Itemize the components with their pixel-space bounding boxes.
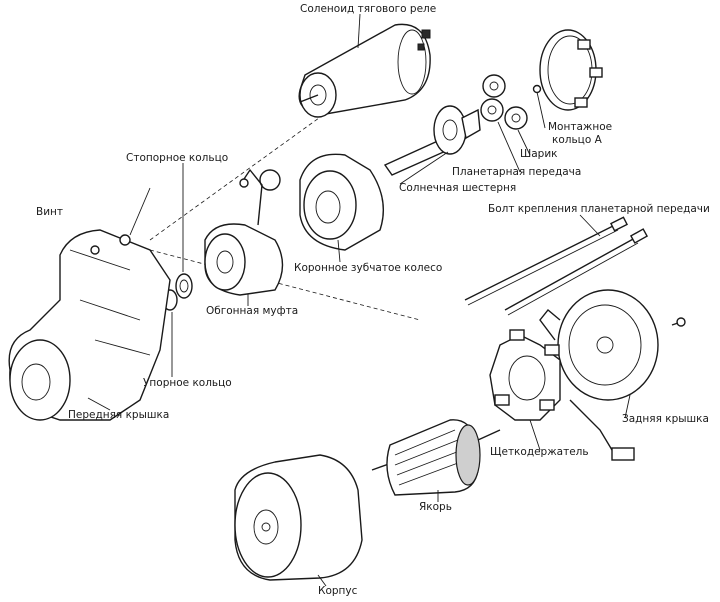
solenoid-part — [298, 23, 431, 118]
leader-lines — [87, 13, 631, 587]
ball-part — [532, 84, 542, 94]
housing-part — [234, 454, 363, 581]
label-overrunning-clutch: Обгонная муфта — [206, 305, 299, 317]
planetary-bolts-part — [464, 216, 649, 316]
label-rear-cover: Задняя крышка — [622, 413, 709, 425]
assembly-axis-main — [149, 249, 421, 321]
label-housing: Корпус — [318, 585, 358, 597]
sun-gear-part — [383, 105, 481, 176]
armature-part — [371, 419, 501, 496]
label-mounting-ring-line1: Монтажное — [548, 121, 613, 133]
label-screw: Винт — [36, 206, 64, 218]
label-brush-holder: Щеткодержатель — [490, 446, 589, 458]
assembly-axis-solenoid — [149, 109, 331, 241]
label-ball: Шарик — [520, 148, 558, 160]
label-planetary-bolt: Болт крепления планетарной передачи — [488, 203, 710, 215]
front-cover-part — [8, 229, 171, 421]
label-stop-ring: Стопорное кольцо — [126, 152, 229, 164]
ring-gear-part — [259, 153, 385, 251]
label-ring-gear: Коронное зубчатое колесо — [294, 262, 443, 274]
rear-cover-part — [539, 289, 686, 461]
label-armature: Якорь — [419, 501, 452, 513]
label-mounting-ring-line2: кольцо А — [552, 134, 602, 146]
overrunning-clutch-part — [204, 168, 284, 296]
label-planetary-gear: Планетарная передача — [452, 166, 582, 178]
label-thrust-ring: Упорное кольцо — [143, 377, 232, 389]
label-sun-gear: Солнечная шестерня — [399, 182, 517, 194]
brush-holder-part — [489, 329, 561, 421]
stop-ring-part — [175, 273, 193, 299]
planetary-gears-part — [480, 74, 528, 130]
mounting-ring-part — [539, 29, 603, 111]
label-solenoid: Соленоид тягового реле — [300, 3, 437, 15]
label-front-cover: Передняя крышка — [68, 409, 170, 421]
